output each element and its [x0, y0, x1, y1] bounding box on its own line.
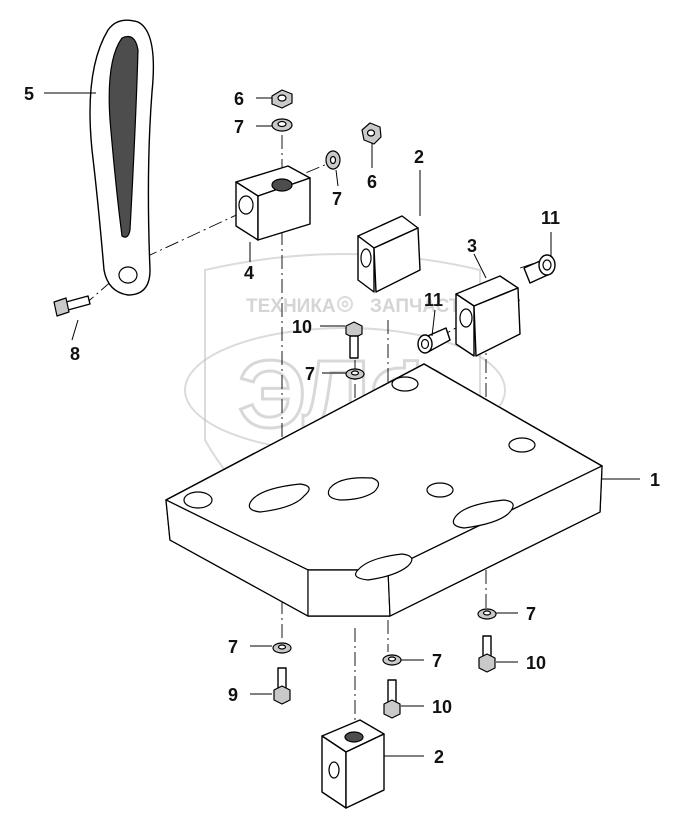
callout-7-side: 7: [332, 189, 342, 209]
bracket-part-3: [455, 275, 521, 357]
callout-5: 5: [24, 84, 34, 104]
callout-11-upper: 11: [541, 208, 560, 228]
callout-2-top: 2: [414, 147, 424, 167]
callout-7-bottom-left: 7: [228, 637, 238, 657]
callout-10-top: 10: [292, 317, 312, 337]
callout-7-bottom-mid: 7: [432, 651, 442, 671]
bracket-part-2-bottom: [321, 719, 385, 809]
washer-part-7-side: [325, 150, 341, 170]
bushing-part-11-upper: [523, 254, 556, 284]
nut-part-6-left: [271, 89, 293, 109]
callout-3: 3: [467, 236, 477, 256]
callout-numbers: 5 6 7 6 7 2 11 3 4 11 10 7 8 1 7 10 7 7 …: [24, 84, 660, 767]
callout-8: 8: [70, 344, 80, 364]
callout-7-mid: 7: [305, 364, 315, 384]
callout-7-bottom-right: 7: [526, 604, 536, 624]
watermark-text-left: ТЕХНИКА: [246, 296, 336, 317]
bolt-part-10-bottom-right: [478, 635, 496, 673]
washer-part-7-bottom-left: [272, 642, 292, 654]
callout-4: 4: [244, 263, 254, 283]
watermark-text-right: ЗАПЧАСТИ: [370, 296, 474, 317]
bolt-part-9: [273, 667, 291, 705]
nut-part-6-right: [361, 122, 382, 145]
callout-7-top: 7: [234, 117, 244, 137]
base-plate-part-1: [165, 363, 603, 617]
bolt-part-10-top: [345, 321, 363, 359]
leader-lines: [44, 92, 640, 757]
callout-2-bottom: 2: [434, 747, 444, 767]
curved-link-part-5: [89, 19, 155, 296]
bolt-part-10-bottom-mid: [383, 679, 401, 719]
callout-6-left: 6: [234, 89, 244, 109]
block-part-4: [235, 165, 311, 241]
callout-10-bottom-mid: 10: [432, 697, 452, 717]
callout-9: 9: [228, 685, 238, 705]
bolt-part-8: [53, 295, 91, 317]
callout-10-bottom-right: 10: [526, 653, 546, 673]
callout-11-lower: 11: [424, 290, 443, 310]
washer-part-7-bottom-right: [477, 608, 497, 620]
washer-part-7-mid: [345, 368, 365, 380]
plate-holes: [183, 376, 536, 581]
bushing-part-11-lower: [417, 327, 451, 354]
washer-part-7-top: [271, 118, 293, 132]
bracket-part-2-top: [357, 215, 421, 293]
callout-6-right: 6: [367, 172, 377, 192]
gear-icon: [337, 296, 353, 312]
callout-1: 1: [650, 470, 660, 490]
washer-part-7-bottom-mid: [382, 654, 402, 666]
